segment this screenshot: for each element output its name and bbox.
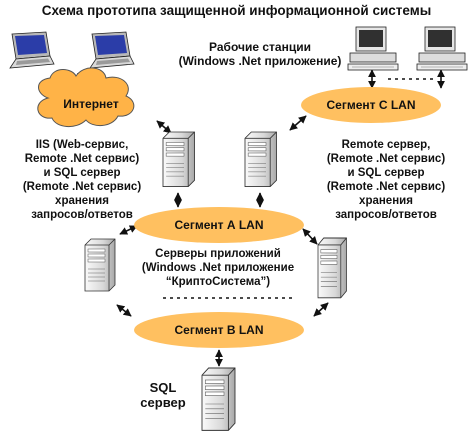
app-servers-line: “КриптоСистема”)	[165, 276, 271, 288]
app-servers-line: (Windows .Net приложение	[141, 262, 295, 274]
sql-line: сервер	[140, 395, 186, 410]
remote-description: Remote сервер, (Remote .Net сервис) и SQ…	[300, 138, 472, 222]
iis-line: и SQL сервер	[43, 167, 121, 179]
segment-c-label: Сегмент С LAN	[326, 98, 416, 112]
iis-description: IIS (Web-сервис, Remote .Net сервис) и S…	[2, 138, 162, 222]
segment-b-ellipse	[134, 312, 304, 348]
internet-cloud-icon	[37, 67, 135, 127]
app-servers-line: Серверы приложений	[155, 248, 281, 260]
remote-line: (Remote .Net сервис)	[326, 181, 446, 193]
iis-line: (Remote .Net сервис)	[22, 181, 142, 193]
arrow-sega-app2	[302, 228, 318, 245]
arrow-app2-segb	[313, 302, 329, 317]
sql-server-icon	[201, 367, 236, 431]
arrow-app1-segb	[116, 304, 132, 317]
app-servers-description: Серверы приложений (Windows .Net приложе…	[118, 247, 318, 289]
laptop-icon-1	[9, 31, 55, 69]
app-server-icon-2	[317, 237, 347, 299]
sql-server-label: SQL сервер	[128, 380, 198, 410]
desktop-icon-2	[416, 26, 468, 71]
workstations-line1: Рабочие станции	[209, 40, 311, 54]
segment-c-ellipse	[301, 87, 441, 123]
laptop-icon-2	[89, 31, 135, 69]
iis-server-icon	[162, 131, 195, 188]
workstations-label: Рабочие станции (Windows .Net приложение…	[160, 40, 360, 68]
arrow-internet-iis	[156, 120, 172, 134]
remote-server-icon	[244, 131, 277, 188]
sql-line: SQL	[149, 380, 177, 395]
segment-a-label: Сегмент А LAN	[174, 218, 264, 232]
remote-line: (Remote .Net сервис)	[326, 153, 446, 165]
remote-line: Remote сервер,	[341, 139, 431, 151]
remote-line: и SQL сервер	[347, 167, 425, 179]
iis-line: IIS (Web-сервис,	[35, 139, 129, 151]
internet-label: Интернет	[63, 97, 119, 111]
iis-line: запросов/ответов	[31, 209, 133, 221]
arrow-sega-app1	[119, 225, 138, 235]
app-server-icon-1	[84, 238, 116, 292]
remote-line: хранения	[359, 195, 413, 207]
arrow-segc-remote	[289, 115, 307, 131]
segment-a-ellipse	[134, 207, 304, 243]
diagram-title: Схема прототипа защищенной информационно…	[41, 3, 432, 18]
iis-line: хранения	[55, 195, 109, 207]
segment-b-label: Сегмент В LAN	[174, 323, 264, 337]
remote-line: запросов/ответов	[335, 209, 437, 221]
iis-line: Remote .Net сервис)	[24, 153, 140, 165]
connector-arrows	[44, 65, 445, 367]
workstations-line2: (Windows .Net приложение)	[178, 54, 342, 68]
